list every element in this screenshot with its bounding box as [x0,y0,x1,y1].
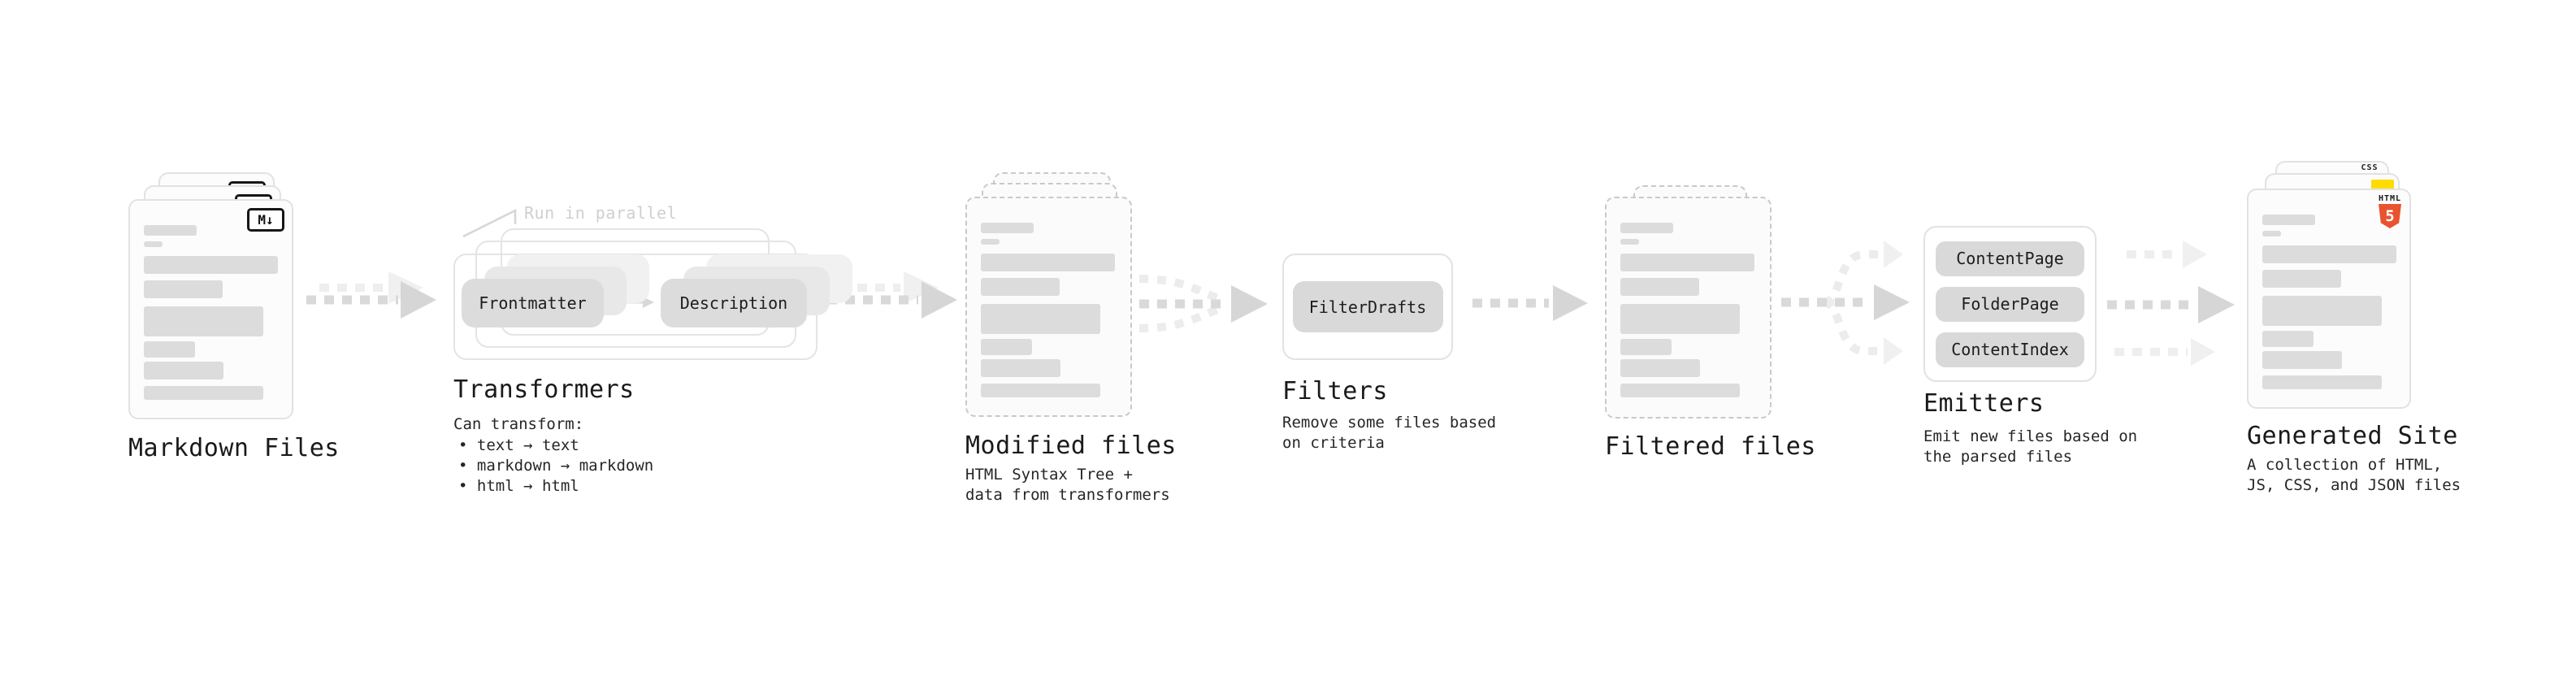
placeholder-text-bar [981,278,1060,296]
bullet-line: • html → html [458,477,579,495]
bullet-line: • text → text [458,436,579,454]
run-in-parallel-leader-line [462,208,517,238]
placeholder-text-bar [981,384,1100,397]
placeholder-text-bar [1620,359,1700,377]
bullet-line: • markdown → markdown [458,457,654,475]
placeholder-text-bar [2262,331,2314,347]
placeholder-text-bar [144,362,223,380]
filtered-file-card-front [1605,197,1772,419]
placeholder-text-bar [981,339,1032,355]
placeholder-text-bar [2262,270,2341,288]
filters-label: Filters [1282,377,1388,406]
contentpage-pill: ContentPage [1936,241,2084,276]
placeholder-text-bar [2262,231,2281,236]
placeholder-text-bar [144,341,195,358]
placeholder-text-bar [1620,278,1699,296]
folderpage-pill: FolderPage [1936,286,2084,322]
placeholder-text-bar [1620,304,1740,334]
emitters-label: Emitters [1923,389,2045,418]
placeholder-text-bar [144,306,263,336]
run-in-parallel-note: Run in parallel [524,203,678,223]
js-icon [2371,180,2394,189]
placeholder-text-bar [2262,215,2315,225]
arrow-modified-to-filters-merge [1138,275,1268,332]
generated-site-label: Generated Site [2247,422,2458,450]
desc-line: data from transformers [965,486,1170,504]
placeholder-text-bar [981,359,1060,377]
arrow-markdown-to-transformers [306,271,436,319]
filters-frame: FilterDrafts [1282,254,1453,360]
arrow-transformers-to-modified [827,271,957,319]
placeholder-text-bar [144,280,223,298]
frontmatter-pill: Frontmatter [462,279,604,327]
markdown-file-card-front: M↓ [128,199,293,419]
filterdrafts-pill: FilterDrafts [1292,281,1443,332]
placeholder-text-bar [1620,223,1673,233]
desc-line: the parsed files [1923,448,2073,466]
arrows-emitters-to-generated [2107,241,2235,366]
transformers-desc-title: Can transform: [453,415,584,433]
placeholder-text-bar [2262,351,2342,369]
modified-files-desc: HTML Syntax Tree + data from transformer… [965,465,1170,505]
arrow-filtered-to-emitters-split [1781,241,1910,365]
desc-line: Emit new files based on [1923,427,2138,445]
placeholder-text-bar [1620,384,1740,397]
desc-line: Remove some files based [1282,414,1497,432]
desc-line: HTML Syntax Tree + [965,466,1133,484]
placeholder-text-bar [144,256,278,274]
transformers-bullets: • text → text • markdown → markdown • ht… [458,436,653,497]
placeholder-text-bar [1620,254,1754,271]
placeholder-text-bar [981,223,1034,233]
generated-site-desc: A collection of HTML, JS, CSS, and JSON … [2247,455,2461,496]
filters-desc: Remove some files based on criteria [1282,413,1496,453]
placeholder-text-bar [144,225,197,236]
emitters-desc: Emit new files based on the parsed files [1923,427,2137,467]
placeholder-text-bar [2262,245,2396,263]
markdown-files-label: Markdown Files [128,434,340,462]
modified-files-label: Modified files [965,432,1177,460]
arrow-filters-to-filtered [1472,285,1588,321]
desc-line: JS, CSS, and JSON files [2247,476,2461,494]
placeholder-text-bar [144,241,163,247]
html5-icon: HTML 5 [2375,194,2405,228]
desc-line: A collection of HTML, [2247,456,2443,474]
placeholder-text-bar [2262,296,2382,326]
html5-icon-text: HTML [2378,194,2402,203]
placeholder-text-bar [2262,375,2382,389]
placeholder-text-bar [981,239,1000,245]
placeholder-text-bar [144,386,263,400]
desc-line: on criteria [1282,434,1385,452]
placeholder-text-bar [1620,239,1639,245]
html5-icon-shield: 5 [2379,204,2401,228]
generated-file-card-front: HTML 5 [2247,189,2411,409]
placeholder-text-bar [981,304,1100,334]
transformers-label: Transformers [453,375,635,404]
emitters-frame: ContentPage FolderPage ContentIndex [1923,226,2097,382]
html5-icon-number: 5 [2385,207,2395,225]
modified-file-card-front [965,197,1132,417]
placeholder-text-bar [1620,339,1672,355]
contentindex-pill: ContentIndex [1936,332,2084,367]
markdown-icon: M↓ [247,208,284,232]
filtered-files-label: Filtered files [1605,432,1816,461]
description-pill: Description [661,279,807,327]
css-icon-text: CSS [2361,163,2379,172]
placeholder-text-bar [981,254,1115,271]
